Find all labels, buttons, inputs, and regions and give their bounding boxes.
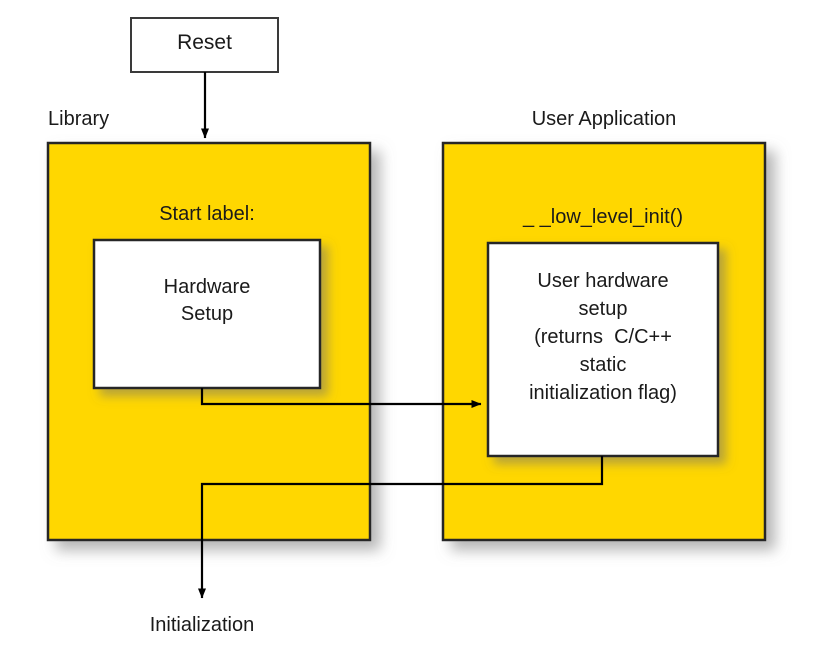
inner-label-low-level-init: _ _low_level_init()	[522, 206, 684, 228]
inner-label-start: Start label:	[159, 203, 255, 225]
user-hardware-line-3: (returns C/C++	[534, 326, 672, 348]
user-hardware-line-2: setup	[578, 298, 628, 320]
group-label-user-application: User Application	[531, 108, 677, 130]
arrow-user-hardware-to-initialization	[198, 456, 604, 599]
group-label-library: Library	[48, 108, 110, 130]
user-hardware-line-1: User hardware	[537, 270, 669, 292]
hardware-setup-line-2: Setup	[180, 303, 234, 325]
user-hardware-line-4: static	[579, 354, 627, 376]
initialization-label: Initialization	[149, 614, 255, 636]
user-hardware-setup-box	[486, 241, 720, 458]
arrow-hardware-to-user-hardware	[200, 388, 482, 408]
hardware-setup-box	[92, 238, 322, 390]
user-hardware-line-5: initialization flag)	[529, 382, 677, 404]
hardware-setup-line-1: Hardware	[163, 276, 251, 298]
reset-label: Reset	[177, 31, 232, 54]
